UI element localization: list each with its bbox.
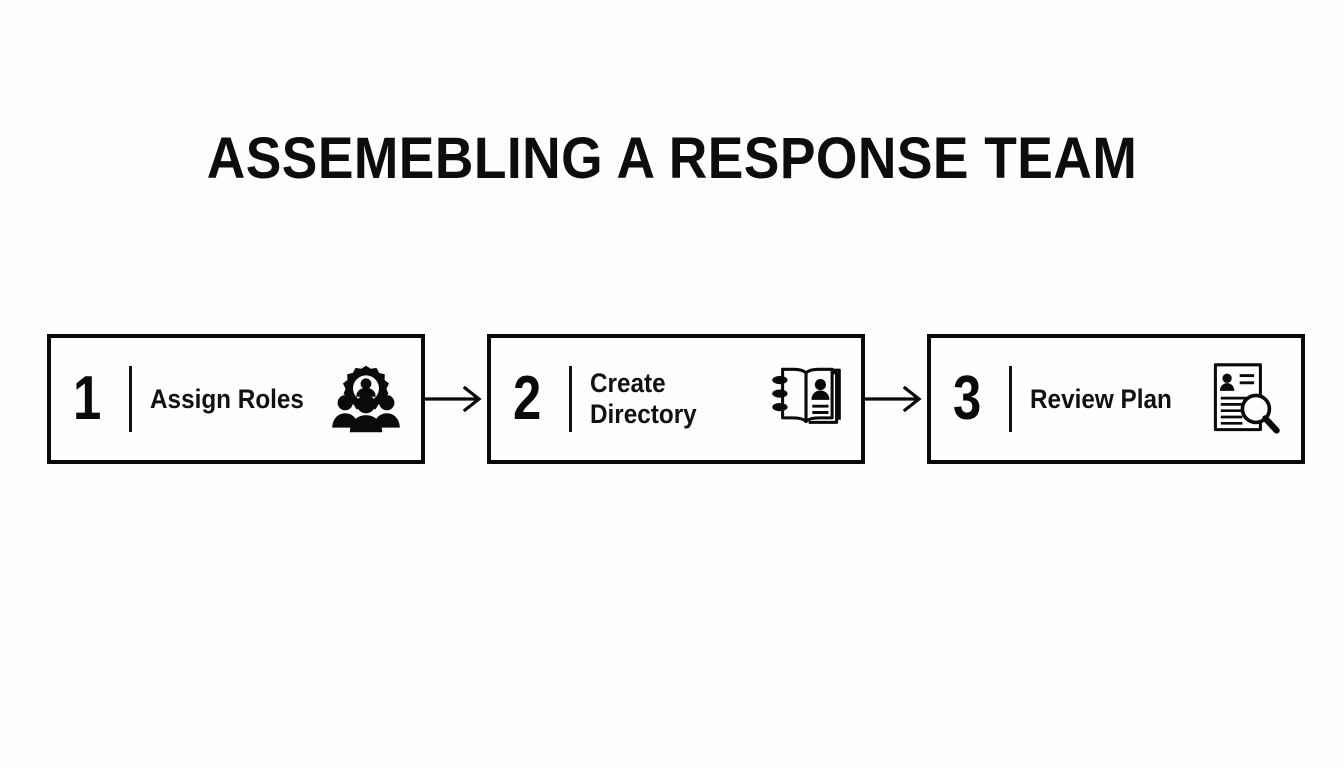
process-step-1[interactable]: 1 Assign Roles bbox=[47, 334, 425, 464]
document-search-icon bbox=[1207, 357, 1285, 441]
page-title: ASSEMEBLING A RESPONSE TEAM bbox=[206, 126, 1138, 191]
address-book-icon bbox=[767, 357, 845, 441]
process-step-3[interactable]: 3 Review Plan bbox=[927, 334, 1305, 464]
step-label-1: Assign Roles bbox=[150, 383, 304, 414]
process-step-2[interactable]: 2 Create Directory bbox=[487, 334, 865, 464]
step-divider bbox=[1009, 366, 1012, 432]
step-label-3: Review Plan bbox=[1030, 383, 1172, 414]
step-number-2: 2 bbox=[513, 364, 542, 433]
process-flow: 1 Assign Roles bbox=[47, 333, 1305, 465]
step-label-2: Create Directory bbox=[590, 368, 697, 429]
step-divider bbox=[129, 366, 132, 432]
people-gear-icon bbox=[327, 357, 405, 441]
step-number-1: 1 bbox=[73, 364, 102, 433]
step-divider bbox=[569, 366, 572, 432]
connector-2 bbox=[865, 384, 927, 414]
arrow-right-icon bbox=[865, 386, 922, 412]
connector-1 bbox=[425, 384, 487, 414]
arrow-right-icon bbox=[425, 386, 482, 412]
step-number-3: 3 bbox=[953, 364, 982, 433]
